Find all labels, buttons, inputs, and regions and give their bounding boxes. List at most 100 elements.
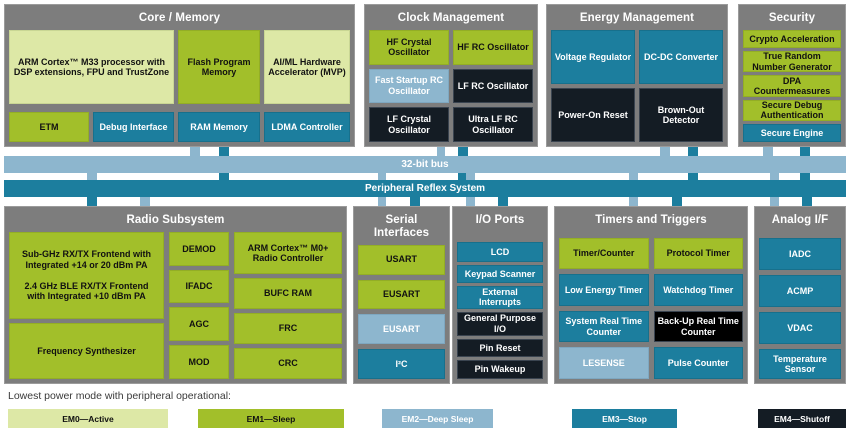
block-arm-cortex-m33[interactable]: ARM Cortex™ M33 processor with DSP exten…: [9, 29, 174, 104]
bus-stub-serial-light: [378, 197, 386, 206]
block-brown-out-detector[interactable]: Brown-Out Detector: [639, 87, 723, 142]
block-voltage-regulator[interactable]: Voltage Regulator: [551, 29, 635, 84]
panel-security: Security Crypto Acceleration True Random…: [738, 4, 846, 147]
block-low-energy-timer[interactable]: Low Energy Timer: [559, 274, 649, 306]
panel-title-clock-management: Clock Management: [397, 12, 505, 24]
block-bufc-ram[interactable]: BUFC RAM: [234, 278, 342, 310]
panel-title-radio-subsystem: Radio Subsystem: [126, 214, 225, 226]
panel-core-memory: Core / Memory ARM Cortex™ M33 processor …: [4, 4, 355, 147]
bus-peripheral-reflex-system[interactable]: Peripheral Reflex System: [4, 180, 846, 197]
bus-stub-security-light: [763, 147, 773, 156]
block-lcd[interactable]: LCD: [457, 241, 543, 262]
block-i2c[interactable]: I²C: [358, 349, 445, 379]
block-flash-program-memory[interactable]: Flash Program Memory: [178, 29, 260, 104]
block-pin-reset[interactable]: Pin Reset: [457, 338, 543, 358]
block-secure-engine[interactable]: Secure Engine: [743, 123, 841, 143]
bus-stub-analog-dark: [802, 197, 812, 206]
block-protocol-timer[interactable]: Protocol Timer: [653, 237, 743, 270]
panel-serial-interfaces: Serial Interfaces USART EUSART EUSART I²…: [353, 206, 450, 384]
legend-item-em3[interactable]: EM3—Stop: [572, 409, 677, 428]
block-debug-interface[interactable]: Debug Interface: [93, 112, 174, 142]
block-dpa-countermeasures[interactable]: DPA Countermeasures: [743, 75, 841, 97]
panel-title-security: Security: [768, 12, 816, 24]
legend-item-em0[interactable]: EM0—Active: [8, 409, 168, 428]
bus-stub-core-memory-light: [190, 147, 200, 156]
block-timer-counter[interactable]: Timer/Counter: [559, 237, 649, 270]
block-ram-memory[interactable]: RAM Memory: [178, 112, 260, 142]
block-fast-startup-rc-oscillator[interactable]: Fast Startup RC Oscillator: [369, 68, 449, 104]
bus-link-2: [378, 173, 386, 180]
bus-stub-io-light: [466, 197, 475, 206]
block-ultra-lf-rc-oscillator[interactable]: Ultra LF RC Oscillator: [453, 107, 533, 142]
panel-clock-management: Clock Management HF Crystal Oscillator H…: [364, 4, 538, 147]
block-lf-rc-oscillator[interactable]: LF RC Oscillator: [453, 68, 533, 104]
block-watchdog-timer[interactable]: Watchdog Timer: [653, 274, 743, 306]
bus-stub-radio-light: [140, 197, 150, 206]
bus-stub-timers-light: [629, 197, 638, 206]
bus-stub-serial-dark: [410, 197, 420, 206]
panel-title-timers-and-triggers: Timers and Triggers: [595, 214, 707, 226]
block-lf-crystal-oscillator[interactable]: LF Crystal Oscillator: [369, 107, 449, 142]
block-frc[interactable]: FRC: [234, 313, 342, 345]
panel-title-serial-interfaces: Serial Interfaces: [373, 214, 430, 239]
panel-radio-subsystem: Radio Subsystem Sub-GHz RX/TX Frontend w…: [4, 206, 347, 384]
panel-timers-and-triggers: Timers and Triggers Timer/Counter Protoc…: [554, 206, 748, 384]
panel-title-io-ports: I/O Ports: [475, 214, 525, 226]
block-dc-dc-converter[interactable]: DC-DC Converter: [639, 29, 723, 84]
block-keypad-scanner[interactable]: Keypad Scanner: [457, 264, 543, 283]
bus-link-5: [770, 173, 779, 180]
block-mod[interactable]: MOD: [169, 345, 229, 379]
block-pin-wakeup[interactable]: Pin Wakeup: [457, 360, 543, 380]
block-crc[interactable]: CRC: [234, 348, 342, 379]
block-aiml-hardware-accelerator[interactable]: AI/ML Hardware Accelerator (MVP): [264, 29, 350, 104]
block-usart[interactable]: USART: [358, 244, 445, 275]
bus-stub-analog-light: [770, 197, 779, 206]
block-temperature-sensor[interactable]: Temperature Sensor: [759, 349, 841, 379]
block-hf-rc-oscillator[interactable]: HF RC Oscillator: [453, 29, 533, 65]
block-demod[interactable]: DEMOD: [169, 231, 229, 266]
block-crypto-acceleration[interactable]: Crypto Acceleration: [743, 29, 841, 49]
block-general-purpose-io[interactable]: General Purpose I/O: [457, 312, 543, 336]
bus-stub-clock-light: [437, 147, 445, 156]
legend-item-em2[interactable]: EM2—Deep Sleep: [382, 409, 493, 428]
panel-title-core-memory: Core / Memory: [138, 12, 221, 24]
bus-stub-energy-light: [660, 147, 670, 156]
block-hf-crystal-oscillator[interactable]: HF Crystal Oscillator: [369, 29, 449, 65]
block-acmp[interactable]: ACMP: [759, 275, 841, 308]
panel-title-analog-if: Analog I/F: [771, 214, 829, 226]
block-arm-cortex-m0-radio-controller[interactable]: ARM Cortex™ M0+ Radio Controller: [234, 231, 342, 275]
block-agc[interactable]: AGC: [169, 307, 229, 342]
block-frequency-synthesizer[interactable]: Frequency Synthesizer: [9, 323, 164, 379]
bus-32bit[interactable]: 32-bit bus: [4, 156, 846, 173]
block-system-real-time-counter[interactable]: System Real Time Counter: [559, 310, 649, 343]
block-etm[interactable]: ETM: [9, 112, 89, 142]
bus-stub-io-dark: [498, 197, 508, 206]
bus-link-3: [466, 173, 475, 180]
block-lesense[interactable]: LESENSE: [559, 347, 649, 379]
block-backup-real-time-counter[interactable]: Back-Up Real Time Counter: [653, 310, 743, 343]
bus-link-1: [87, 173, 97, 180]
block-secure-debug-authentication[interactable]: Secure Debug Authentication: [743, 99, 841, 121]
block-rf-frontends[interactable]: Sub-GHz RX/TX Frontend with Integrated +…: [9, 231, 164, 320]
bus-link-4: [629, 173, 638, 180]
block-power-on-reset[interactable]: Power-On Reset: [551, 87, 635, 142]
block-vdac[interactable]: VDAC: [759, 312, 841, 345]
block-eusart-em2[interactable]: EUSART: [358, 314, 445, 345]
legend-item-em4[interactable]: EM4—Shutoff: [758, 409, 846, 428]
legend-item-em1[interactable]: EM1—Sleep: [198, 409, 344, 428]
panel-energy-management: Energy Management Voltage Regulator DC-D…: [546, 4, 728, 147]
block-true-random-number-generator[interactable]: True Random Number Generator: [743, 51, 841, 73]
block-ifadc[interactable]: IFADC: [169, 269, 229, 304]
panel-io-ports: I/O Ports LCD Keypad Scanner External In…: [452, 206, 548, 384]
block-eusart-em1[interactable]: EUSART: [358, 279, 445, 310]
block-external-interrupts[interactable]: External Interrupts: [457, 285, 543, 310]
panel-analog-if: Analog I/F IADC ACMP VDAC Temperature Se…: [754, 206, 846, 384]
block-ldma-controller[interactable]: LDMA Controller: [264, 112, 350, 142]
panel-title-energy-management: Energy Management: [579, 12, 695, 24]
block-pulse-counter[interactable]: Pulse Counter: [653, 347, 743, 379]
bus-stub-timers-dark: [672, 197, 682, 206]
bus-stub-radio-dark: [87, 197, 97, 206]
block-iadc[interactable]: IADC: [759, 237, 841, 271]
legend: Lowest power mode with peripheral operat…: [0, 388, 850, 436]
